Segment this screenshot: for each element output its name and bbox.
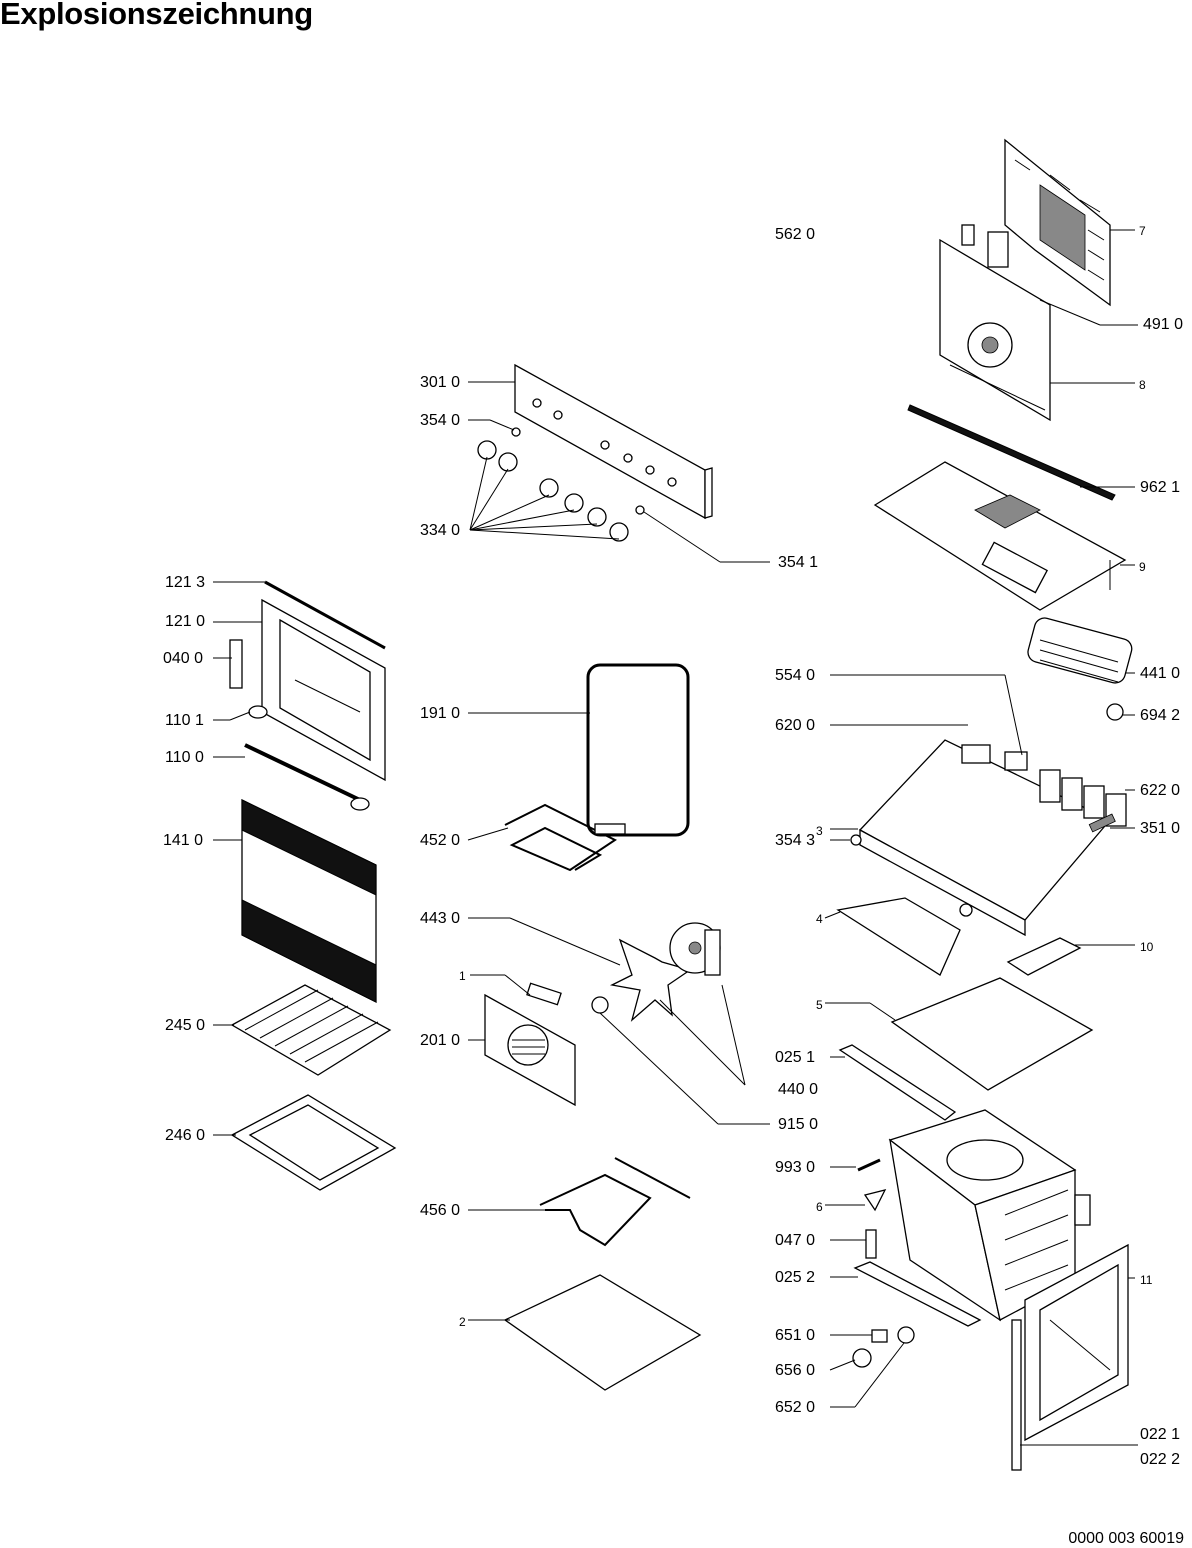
label-6: 6 [816,1200,823,1214]
control-panel [514,363,713,520]
label-443-0: 443 0 [420,910,461,927]
label-7: 7 [1139,224,1146,238]
bottom-plate-2 [503,1274,702,1391]
rear-cover-panel [1004,138,1111,307]
control-knobs [477,440,629,542]
label-441-0: 441 0 [1140,665,1181,682]
fan-cover [484,993,576,1107]
label-11: 11 [1140,1273,1153,1287]
side-panel-11 [1024,1243,1129,1442]
label-452-0: 452 0 [420,832,461,849]
label-440-0: 440 0 [778,1081,819,1098]
oven-cavity [888,1109,1091,1322]
grill-heating-element [504,803,626,872]
leader-lines [213,229,1138,1446]
label-110-1: 110 1 [165,712,204,729]
tangential-fan [1027,617,1133,721]
label-5: 5 [816,998,823,1012]
label-993-0: 993 0 [775,1159,816,1176]
baking-tray [230,1094,397,1191]
door-glass [241,798,377,1004]
label-491-0: 491 0 [1143,316,1184,333]
label-1: 1 [459,969,466,983]
lower-heating-element [539,1157,691,1247]
cooling-fan-bracket [939,224,1051,422]
page-title: Explosionszeichnung [0,0,313,31]
label-9: 9 [1139,560,1146,574]
label-022-2: 022 2 [1140,1451,1181,1468]
oven-door [261,598,386,782]
bracket-10 [1006,937,1082,976]
rail-025-1 [838,1044,957,1121]
label-351-0: 351 0 [1140,820,1181,837]
label-354-0: 354 0 [420,412,461,429]
label-620-0: 620 0 [775,717,816,734]
label-334-0: 334 0 [420,522,461,539]
bracket-4 [836,897,961,976]
top-plate [873,461,1127,611]
label-3: 3 [816,824,823,838]
label-915-0: 915 0 [778,1116,819,1133]
label-022-1: 022 1 [1140,1426,1181,1443]
label-301-0: 301 0 [420,374,461,391]
label-10: 10 [1140,940,1154,954]
label-141-0: 141 0 [163,832,204,849]
fan-assembly [609,922,721,1022]
door-gasket [586,663,690,837]
label-2: 2 [459,1315,466,1329]
label-040-0: 040 0 [163,650,204,667]
label-554-0: 554 0 [775,667,816,684]
label-047-0: 047 0 [775,1232,816,1249]
label-622-0: 622 0 [1140,782,1181,799]
document-number: 0000 003 60019 [1068,1530,1184,1547]
label-694-2: 694 2 [1140,707,1181,724]
label-121-3: 121 3 [165,574,206,591]
label-245-0: 245 0 [165,1017,206,1034]
label-246-0: 246 0 [165,1127,206,1144]
label-025-2: 025 2 [775,1269,816,1286]
label-8: 8 [1139,378,1146,392]
label-354-3: 354 3 [775,832,816,849]
label-354-1: 354 1 [778,554,819,571]
label-191-0: 191 0 [420,705,461,722]
label-025-1: 025 1 [775,1049,816,1066]
label-121-0: 121 0 [165,613,206,630]
label-4: 4 [816,912,823,926]
label-656-0: 656 0 [775,1362,816,1379]
label-562-0: 562 0 [775,226,816,243]
label-962-1: 962 1 [1140,479,1181,496]
bottom-plate-5 [890,977,1094,1091]
label-110-0: 110 0 [165,749,204,766]
label-201-0: 201 0 [420,1032,461,1049]
label-652-0: 652 0 [775,1399,816,1416]
wire-rack [230,984,392,1076]
control-housing [850,739,1127,937]
label-651-0: 651 0 [775,1327,816,1344]
label-456-0: 456 0 [420,1202,461,1219]
